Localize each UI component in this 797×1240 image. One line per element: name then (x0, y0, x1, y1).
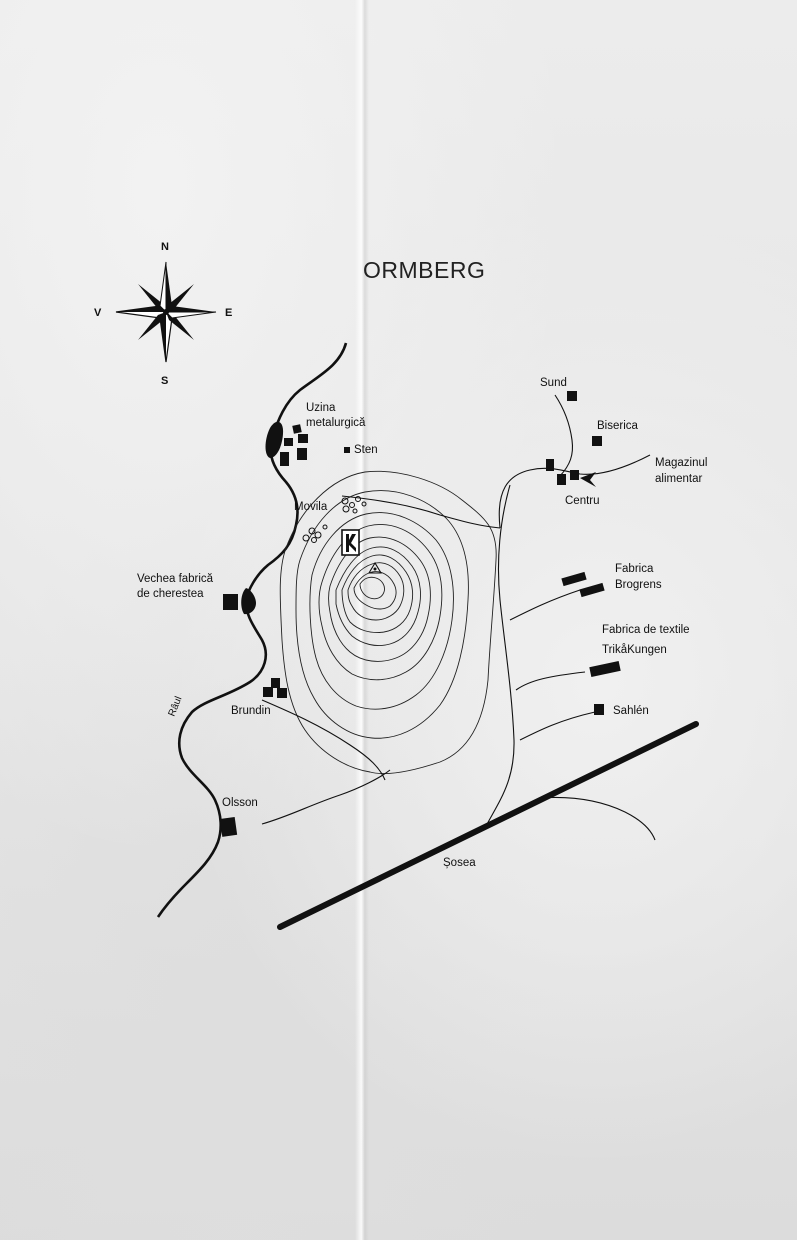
label-uzina-line2: metalurgică (306, 417, 366, 429)
label-centru: Centru (565, 495, 600, 507)
label-brundin: Brundin (231, 705, 271, 717)
compass-west-label: V (94, 307, 102, 319)
compass-rose-icon (115, 261, 217, 363)
label-movila: Movila (294, 501, 328, 513)
label-brogrens-line1: Fabrica (615, 563, 654, 575)
summit-icon (368, 561, 382, 574)
compass-south-label: S (161, 375, 168, 387)
contour-lines (279, 470, 497, 774)
main-road (277, 721, 699, 930)
label-magazinul-line2: alimentar (655, 473, 702, 485)
rocks-icon (302, 496, 367, 543)
road-label: Șosea (443, 857, 476, 869)
label-brogrens-line2: Brogrens (615, 579, 662, 591)
roads (261, 394, 656, 841)
building-icon (219, 391, 621, 837)
pond-vechea (241, 588, 256, 615)
label-textile-line1: Fabrica de textile (602, 624, 690, 636)
label-vechea-line1: Vechea fabrică (137, 573, 214, 585)
compass-north-label: N (161, 241, 169, 253)
label-sten: Sten (354, 444, 378, 456)
label-sund: Sund (540, 377, 567, 389)
label-vechea-line2: de cherestea (137, 588, 204, 600)
river (156, 342, 348, 918)
label-olsson: Olsson (222, 797, 258, 809)
paper-fold (355, 0, 369, 1240)
label-sahlen: Sahlén (613, 705, 649, 717)
map-title: ORMBERG (363, 257, 485, 283)
river-label: Râul (167, 695, 185, 718)
label-biserica: Biserica (597, 420, 639, 432)
label-magazinul-line1: Magazinul (655, 457, 707, 469)
flag-marker-icon (341, 529, 360, 556)
label-uzina-line1: Uzina (306, 402, 336, 414)
compass-east-label: E (225, 307, 232, 319)
pond-uzina (265, 421, 284, 458)
label-textile-line2: TrikåKungen (602, 644, 667, 656)
